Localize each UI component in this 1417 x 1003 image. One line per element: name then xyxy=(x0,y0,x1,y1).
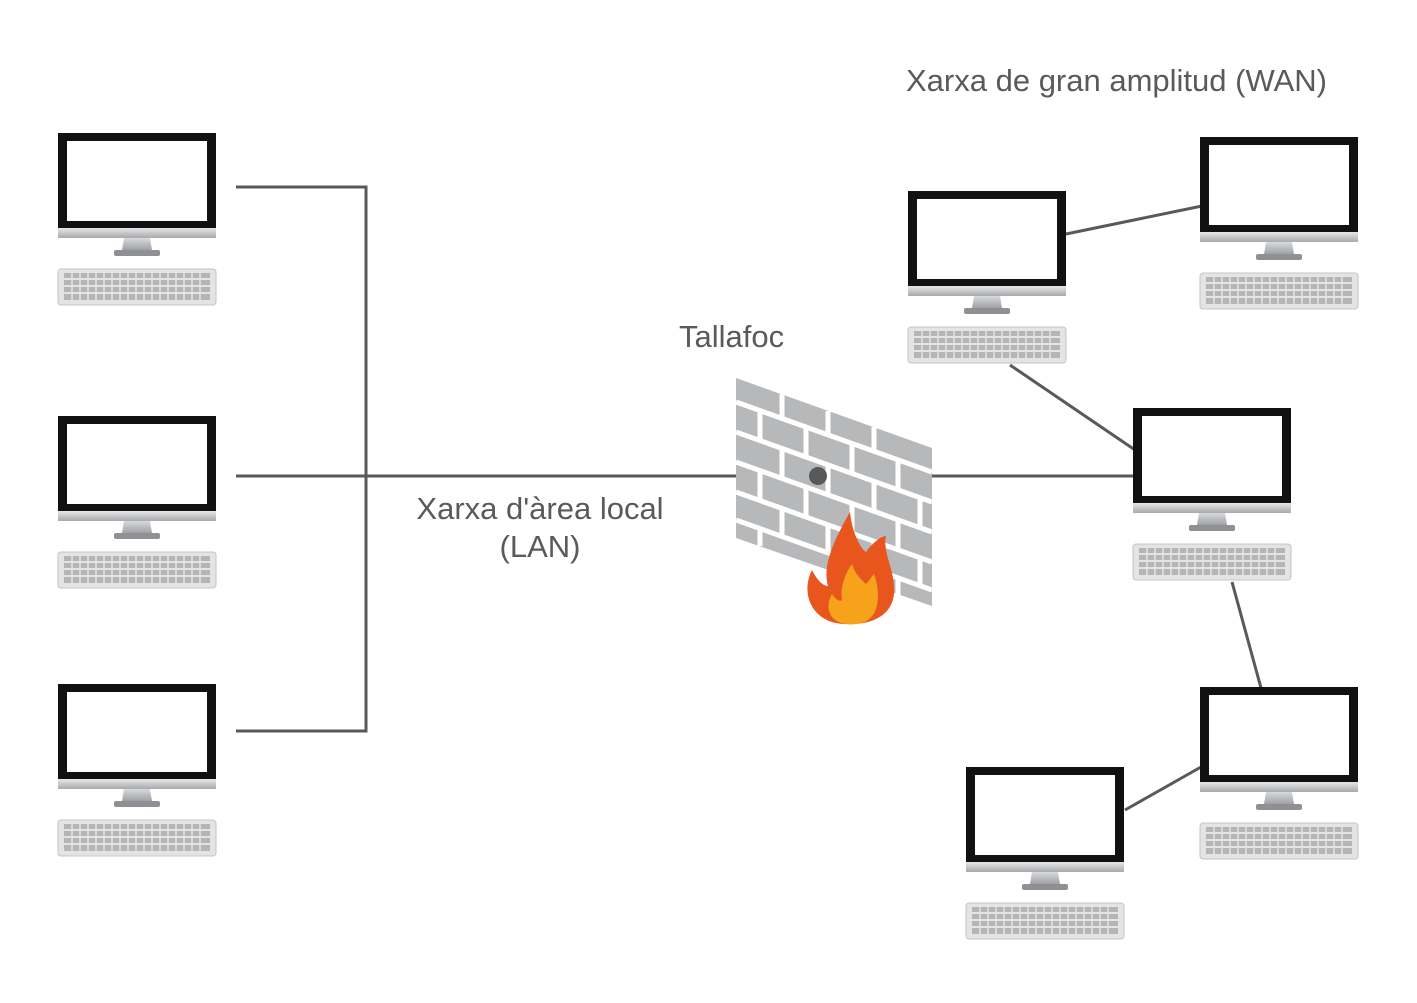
wan-link-3 xyxy=(1230,581,1263,689)
wan-computer-3 xyxy=(1133,408,1291,580)
firewall-connection-node xyxy=(809,467,827,485)
lan-computer-1 xyxy=(58,133,216,305)
wan-computer-4 xyxy=(1200,687,1358,859)
wan-label: Xarxa de gran amplitud (WAN) xyxy=(906,63,1327,98)
wan-link-1 xyxy=(1065,204,1203,236)
lan-bus-line xyxy=(236,185,368,733)
wan-link-4 xyxy=(1124,765,1202,812)
lan-label: Xarxa d'àrea local (LAN) xyxy=(416,491,664,564)
wan-computer-5 xyxy=(966,767,1124,939)
wan-link-2 xyxy=(1009,363,1139,454)
lan-computer-2 xyxy=(58,416,216,588)
firewall-label: Tallafoc xyxy=(679,319,785,354)
lan-computer-3 xyxy=(58,684,216,856)
connection-lines xyxy=(236,185,1263,812)
wan-computer-2 xyxy=(1200,137,1358,309)
wan-computer-1 xyxy=(908,191,1066,363)
flame-icon xyxy=(807,512,895,625)
